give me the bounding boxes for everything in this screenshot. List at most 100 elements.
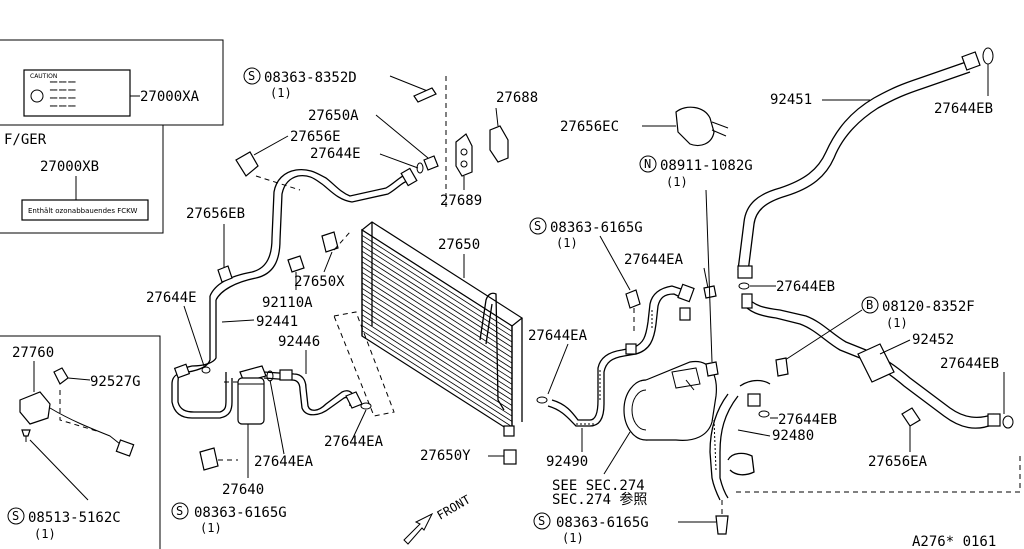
label-27644eb-right: 27644EB	[940, 356, 999, 372]
s-symbol-icon	[243, 67, 261, 85]
label-27644e-top: 27644E	[310, 146, 361, 162]
label-08120: 08120-8352F	[882, 299, 975, 315]
label-27644eb-mid: 27644EB	[776, 279, 835, 295]
condenser-fin	[361, 282, 513, 380]
label-27644ea-lower: 27644EA	[254, 454, 314, 470]
svg-text:━━ ━━ ━━: ━━ ━━ ━━	[49, 103, 76, 110]
condenser-fin	[361, 298, 513, 396]
condenser-fin	[361, 240, 513, 337]
label-08363-6165g-left: 08363-6165G	[194, 505, 287, 521]
pipe-92490-group: 27644EA 27644EA 92490	[528, 252, 717, 470]
pipe-92451-group: 92451 27644EB	[737, 47, 994, 279]
s-symbol-icon	[529, 217, 547, 235]
label-27644eb-top: 27644EB	[934, 101, 993, 117]
rubber-27688	[489, 125, 509, 163]
clip-27656ea-group: 27656EA	[868, 407, 928, 470]
svg-text:B: B	[866, 298, 873, 312]
qty-8352d: (1)	[270, 86, 292, 100]
svg-text:S: S	[12, 509, 19, 523]
label-27656ea: 27656EA	[868, 454, 928, 470]
condenser-fin	[361, 266, 513, 364]
bolt-08120	[775, 357, 789, 377]
inset-fger-panel: F/GER 27000XB Enthält ozonabbauendes FCK…	[0, 124, 164, 234]
label-92480: 92480	[772, 428, 814, 444]
inset-sensor-panel: 27760 92527G S 08513-5162C (1)	[0, 335, 161, 549]
condenser-fin	[361, 250, 513, 348]
nut-08911-group: N 08911-1082G (1)	[639, 155, 753, 377]
pipe-92446-group: 92446 27644EA 27644EA	[254, 311, 395, 470]
label-27688: 27688	[496, 90, 538, 106]
valve-27656ec-group: 27656EC	[560, 106, 729, 147]
screw-08513	[21, 429, 31, 437]
label-27650y: 27650Y	[420, 448, 471, 464]
label-27656e: 27656E	[290, 129, 341, 145]
condenser-fin	[361, 309, 513, 406]
s-symbol-icon	[533, 512, 551, 530]
condenser-fin	[361, 330, 513, 428]
bolt-08363-6165g-mid	[625, 289, 641, 309]
s-symbol-icon	[171, 502, 189, 520]
svg-text:S: S	[176, 504, 183, 518]
muffler-92452	[857, 343, 895, 383]
qty-6165g-mid: (1)	[556, 236, 578, 250]
label-92441: 92441	[256, 314, 298, 330]
sensor-connector	[115, 439, 135, 457]
label-27650: 27650	[438, 237, 480, 253]
nut-27650a	[423, 155, 439, 171]
label-08363-6165g-bottom: 08363-6165G	[556, 515, 649, 531]
label-27644eb-lower: 27644EB	[778, 412, 837, 428]
condenser-fin	[361, 325, 513, 422]
condenser-fin	[361, 319, 513, 417]
label-27644ea-center: 27644EA	[324, 434, 384, 450]
upper-pipe-group: 27650A 27656E 27644E	[209, 108, 439, 301]
label-27644e-left: 27644E	[146, 290, 197, 306]
front-arrow-icon	[403, 512, 434, 545]
label-92490: 92490	[546, 454, 588, 470]
label-92527g: 92527G	[90, 374, 141, 390]
receiver-drier-27640	[237, 377, 265, 425]
decal-text: Enthält ozonabbauendes FCKW	[28, 207, 137, 215]
valve-27656ec	[675, 106, 715, 147]
svg-text:CAUTION: CAUTION	[30, 73, 57, 80]
label-see-sec: SEE SEC.274	[552, 478, 645, 494]
bolt-08363-6165g-bottom	[715, 515, 729, 535]
qty-08911: (1)	[666, 175, 688, 189]
label-27650x: 27650X	[294, 274, 345, 290]
clip-27656ea	[901, 407, 921, 427]
bottom-connector-27650y: 27650Y	[420, 448, 517, 465]
label-27644ea-mid: 27644EA	[528, 328, 588, 344]
clip-27656eb	[217, 265, 233, 283]
condenser-fin	[361, 293, 513, 390]
left-pipe-group: 27644E 92441 27640 S 08363-6165G (1)	[146, 290, 298, 535]
bolt-08363-8352d-group: S 08363-8352D (1)	[243, 67, 447, 210]
label-27760: 27760	[12, 345, 54, 361]
qty-6165g-left: (1)	[200, 521, 222, 535]
label-08363-8352d: 08363-8352D	[264, 70, 357, 86]
b-symbol-icon	[861, 296, 879, 314]
clip-27650x	[321, 231, 339, 253]
bolt-92110a	[287, 255, 305, 273]
condenser-fin	[361, 234, 513, 332]
label-92452: 92452	[912, 332, 954, 348]
bolt-08363-8352d	[413, 87, 437, 103]
label-08513: 08513-5162C	[28, 510, 121, 526]
svg-text:S: S	[534, 219, 541, 233]
label-27644ea-comp: 27644EA	[624, 252, 684, 268]
inset-label-panel: CAUTION ━━ ━━ ━━ ━━ ━━ ━━ ━━ ━━ ━━ ━━ ━━…	[0, 39, 224, 126]
condenser-fin	[361, 272, 513, 369]
bolt-08363-6165g-mid-group: S 08363-6165G (1)	[529, 217, 643, 332]
label-27650a: 27650A	[308, 108, 359, 124]
label-27656ec: 27656EC	[560, 119, 619, 135]
sensor-27760	[19, 391, 51, 425]
condenser-fin	[361, 303, 513, 401]
qty-08513: (1)	[34, 527, 56, 541]
label-08911: 08911-1082G	[660, 158, 753, 174]
label-27689: 27689	[440, 193, 482, 209]
clip-92527g	[53, 367, 69, 385]
label-08363-6165g-mid: 08363-6165G	[550, 220, 643, 236]
condenser-fin	[361, 287, 513, 385]
label-sec-ref: SEC.274 参照	[552, 491, 647, 508]
misc-center-parts: 27656EB 27650X 92110A	[186, 206, 351, 311]
condenser-fin	[361, 277, 513, 375]
svg-text:N: N	[644, 157, 651, 171]
